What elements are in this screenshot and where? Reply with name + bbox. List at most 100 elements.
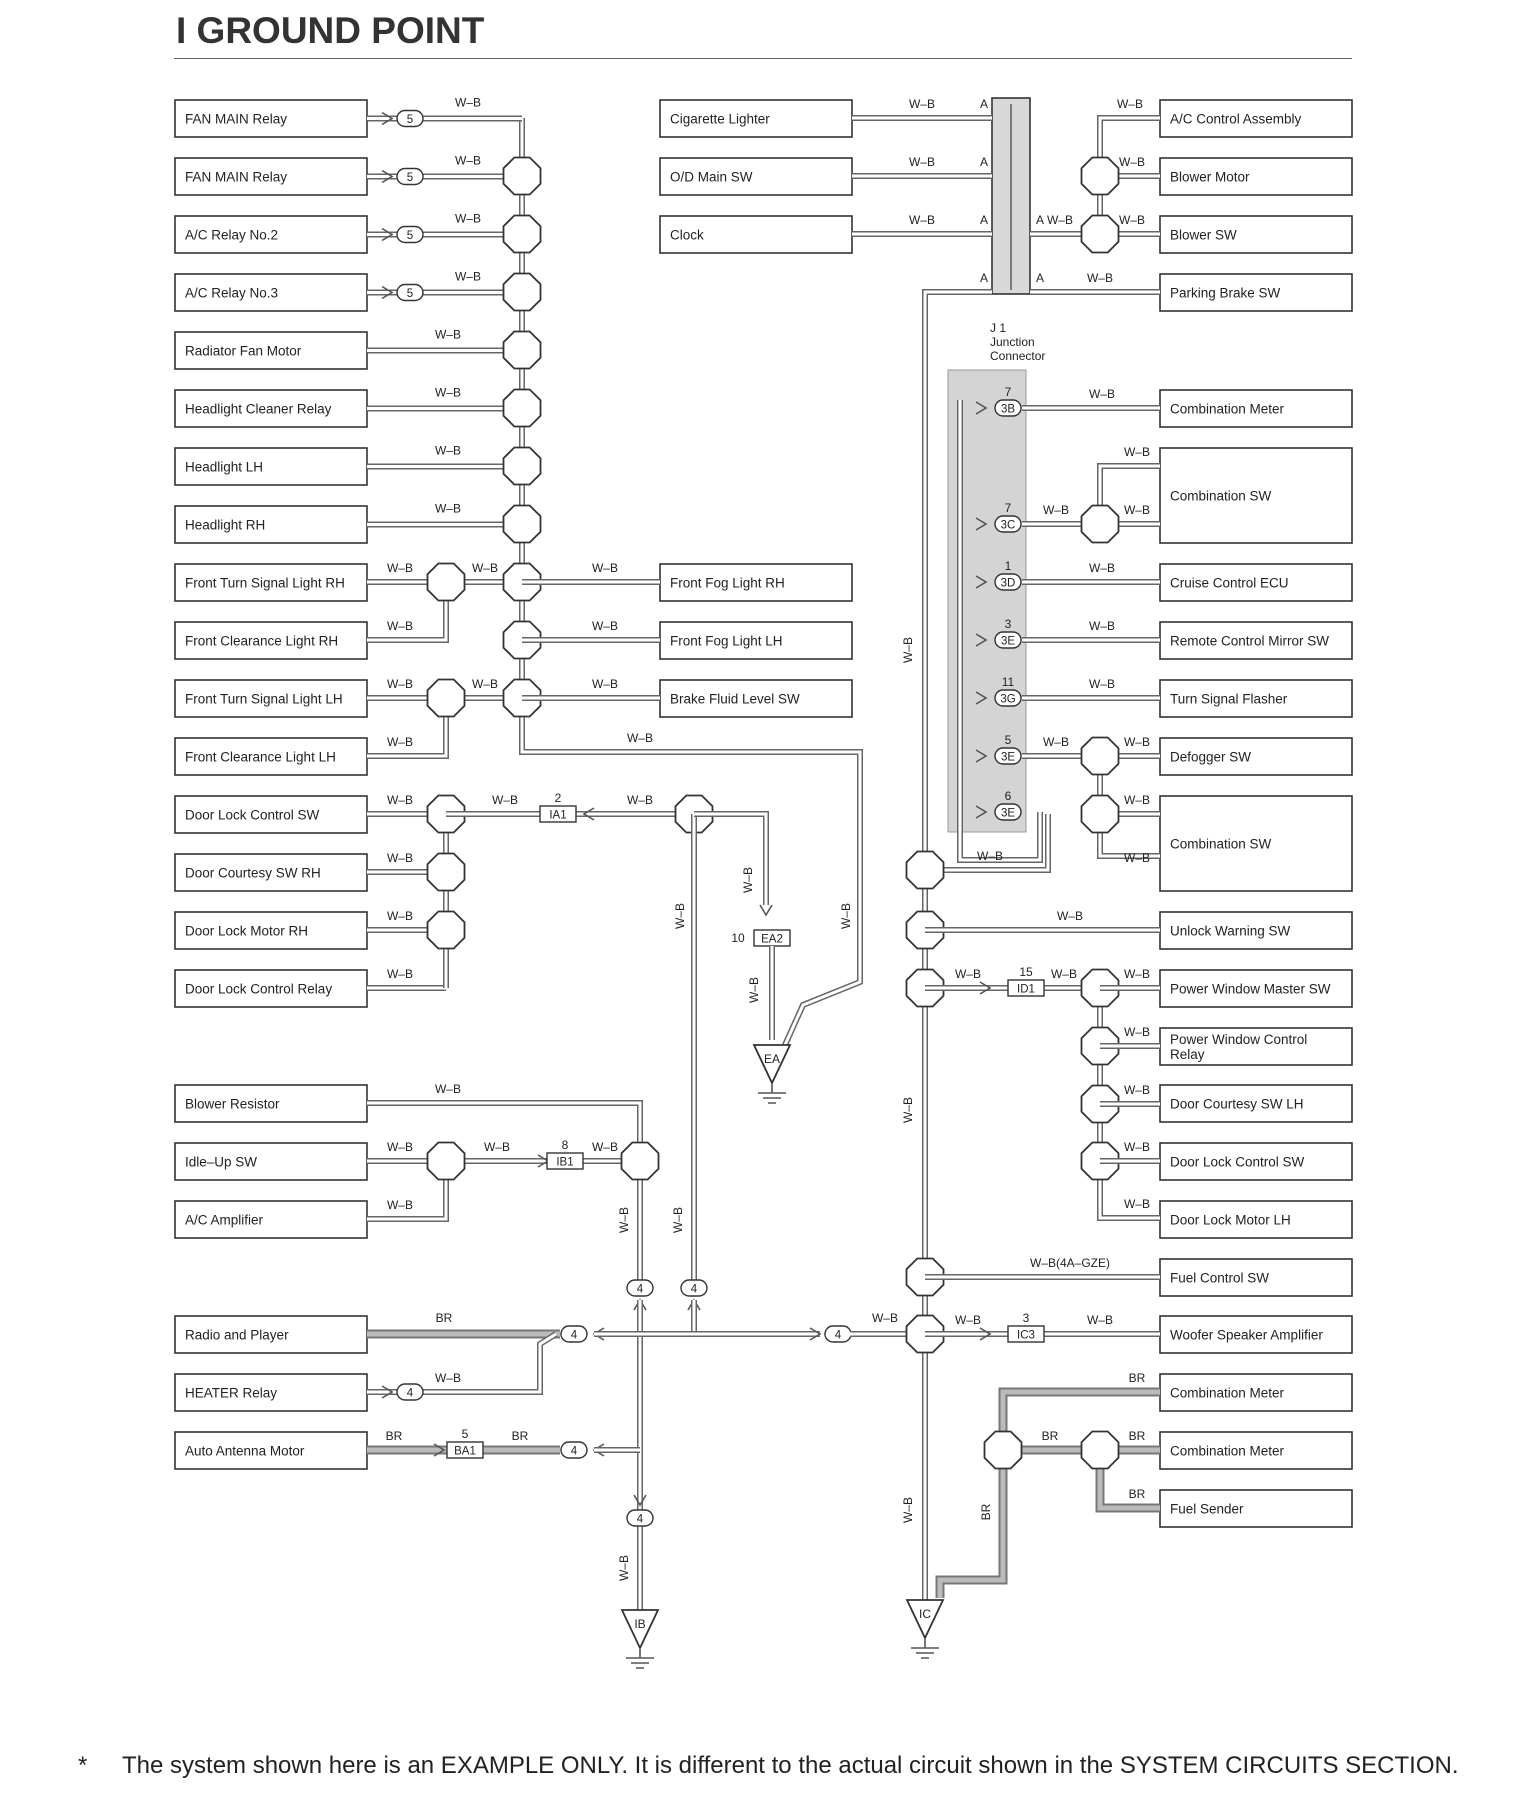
br-label-3: BR bbox=[1129, 1429, 1146, 1443]
left-box-7 bbox=[174, 447, 368, 486]
right-box-4-label: Parking Brake SW bbox=[1170, 286, 1281, 301]
middle-box-2-label: O/D Main SW bbox=[670, 170, 753, 185]
door-wire-label-1: W–B bbox=[387, 793, 413, 807]
pw-branch-label-3: W–B bbox=[1124, 1083, 1150, 1097]
left-wire-label-6: W–B bbox=[435, 386, 461, 400]
middle-box-4-label: Front Fog Light RH bbox=[670, 576, 785, 591]
fog-wire-label-2: W–B bbox=[592, 619, 618, 633]
left-box-11-label: Front Turn Signal Light LH bbox=[185, 692, 343, 707]
ea2-wire-label: W–B bbox=[741, 867, 755, 893]
ba1-connector-pin: 5 bbox=[462, 1427, 469, 1441]
left-wire-label-11: W–B bbox=[387, 677, 413, 691]
trunk-a-down-label: W–B bbox=[839, 903, 853, 929]
left-box-20 bbox=[174, 1315, 368, 1354]
antenna-connector-text: 4 bbox=[571, 1446, 578, 1458]
left-arrow-1 bbox=[381, 111, 394, 126]
right-box-2-label: Blower Motor bbox=[1170, 170, 1250, 185]
right-box-5-label: Combination Meter bbox=[1170, 402, 1285, 417]
j1-wire-label-2: W–B bbox=[909, 155, 935, 169]
jb-right-label-2: W–B bbox=[1089, 561, 1115, 575]
heater-connector bbox=[396, 1383, 424, 1401]
jb-internal-inner bbox=[958, 400, 1042, 862]
left-box-5 bbox=[174, 331, 368, 370]
trunk-a-label: W–B bbox=[627, 731, 653, 745]
door-wire-label-4: W–B bbox=[387, 967, 413, 981]
fan-connector-1 bbox=[396, 109, 424, 128]
heater-connector-text: 4 bbox=[407, 1388, 414, 1400]
trunk-r-label-3: W–B bbox=[901, 1497, 915, 1523]
left-box-1 bbox=[174, 99, 368, 138]
ia1-connector-pin: 2 bbox=[555, 791, 562, 805]
left-wire-label-5: W–B bbox=[435, 328, 461, 342]
left-box-22-label: Auto Antenna Motor bbox=[185, 1444, 305, 1459]
jb-pin-6: 5 bbox=[1005, 733, 1012, 747]
radio-connector bbox=[560, 1325, 588, 1343]
middle-box-3 bbox=[659, 215, 853, 254]
left-box-3-label: A/C Relay No.2 bbox=[185, 228, 278, 243]
left-box-14-label: Door Courtesy SW RH bbox=[185, 866, 321, 881]
defog-wire-2-inner bbox=[1098, 756, 1160, 858]
right-box-12-label: Unlock Warning SW bbox=[1170, 924, 1291, 939]
footnote-star: * bbox=[78, 1752, 88, 1779]
right-box-19 bbox=[1159, 1315, 1353, 1354]
pw-branch-label-1: W–B bbox=[1124, 967, 1150, 981]
jb-pin-4: 3 bbox=[1005, 617, 1012, 631]
right-box-15-label: Door Courtesy SW LH bbox=[1170, 1097, 1304, 1112]
jb-arrow-4 bbox=[975, 633, 988, 647]
door-out-label: W–B bbox=[492, 793, 518, 807]
right-top-label-1: W–B bbox=[1117, 97, 1143, 111]
jb-pin-3: 1 bbox=[1005, 559, 1012, 573]
left-box-11 bbox=[174, 679, 368, 718]
jb-arrow-3 bbox=[975, 575, 988, 589]
jb-connector-7-text: 3E bbox=[1001, 808, 1015, 820]
jb-connector-3 bbox=[994, 573, 1022, 591]
fan-connector-2-text: 5 bbox=[407, 172, 413, 184]
door-wire-label-2: W–B bbox=[387, 851, 413, 865]
ic3-arrow bbox=[979, 1327, 992, 1341]
br-label-1: BR bbox=[1129, 1371, 1146, 1385]
door-node-3 bbox=[426, 910, 466, 950]
ba1-arrow bbox=[433, 1443, 446, 1457]
ea2-wire-inner bbox=[694, 812, 768, 905]
j1-pin-6: A bbox=[1036, 213, 1044, 227]
middle-box-1 bbox=[659, 99, 853, 138]
middle-box-4 bbox=[659, 563, 853, 602]
right-box-14 bbox=[1159, 1027, 1353, 1066]
right-box-9-label: Turn Signal Flasher bbox=[1170, 692, 1288, 707]
pw-branch-label-2: W–B bbox=[1124, 1025, 1150, 1039]
j1-wire-label-1: W–B bbox=[909, 97, 935, 111]
left-box-5-label: Radiator Fan Motor bbox=[185, 344, 302, 359]
jb-pin-1: 7 bbox=[1005, 385, 1012, 399]
right-box-3 bbox=[1159, 215, 1353, 254]
right-box-16-label: Door Lock Control SW bbox=[1170, 1155, 1305, 1170]
left-box-3 bbox=[174, 215, 368, 254]
jb-right-label-3: W–B bbox=[1089, 619, 1115, 633]
left-box-17-label: Blower Resistor bbox=[185, 1097, 280, 1112]
left-box-6 bbox=[174, 389, 368, 428]
right-box-17-label: Door Lock Motor LH bbox=[1170, 1213, 1291, 1228]
right-box-11 bbox=[1159, 795, 1353, 892]
footer-text: The system shown here is an EXAMPLE ONLY… bbox=[122, 1752, 1459, 1779]
trunk-r-node-1 bbox=[905, 850, 945, 890]
right-box-14-label: Power Window Control bbox=[1170, 1032, 1307, 1047]
ground4-connector-2 bbox=[680, 1279, 708, 1297]
left-split-node-2 bbox=[426, 678, 466, 718]
ib1-connector-text: IB1 bbox=[556, 1157, 573, 1169]
left-wire-label-1: W–B bbox=[455, 96, 481, 110]
left-arrow-3 bbox=[381, 227, 394, 242]
ground-ic-label: IC bbox=[919, 1607, 931, 1621]
ia1-connector-text: IA1 bbox=[549, 810, 566, 822]
left-box-20-label: Radio and Player bbox=[185, 1328, 289, 1343]
left-box-15 bbox=[174, 911, 368, 950]
trunk-a-node-7 bbox=[502, 504, 542, 544]
right-box-4 bbox=[1159, 273, 1353, 312]
middle-box-3-label: Clock bbox=[670, 228, 704, 243]
heater-wire bbox=[367, 1331, 558, 1395]
right-box-10-label: Defogger SW bbox=[1170, 750, 1251, 765]
left-box-12-label: Front Clearance Light LH bbox=[185, 750, 336, 765]
right-top-node-1 bbox=[1080, 156, 1120, 196]
right-box-6 bbox=[1159, 447, 1353, 544]
fan-connector-4-text: 5 bbox=[407, 288, 413, 300]
jb-connector-5-text: 3G bbox=[1000, 694, 1015, 706]
